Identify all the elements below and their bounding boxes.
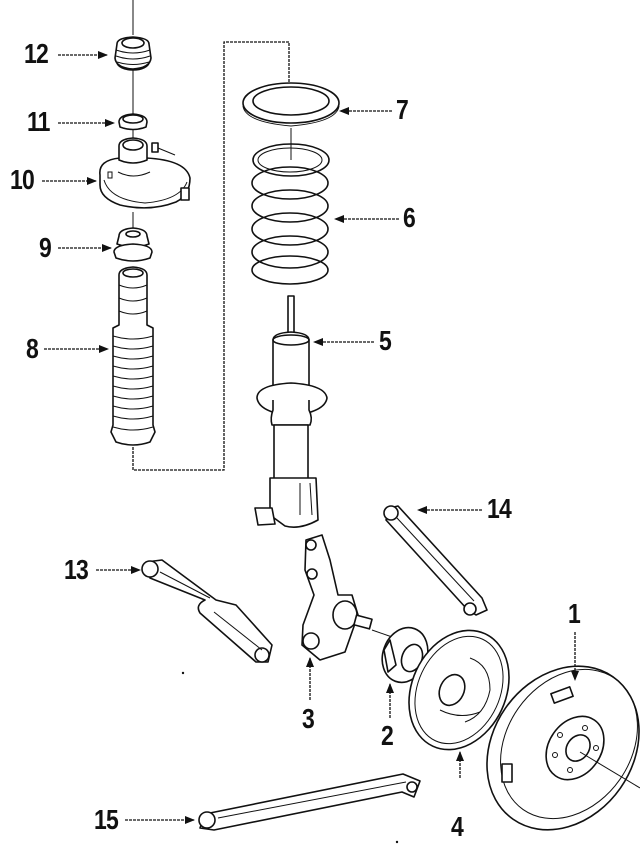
callout-15: 15 (94, 804, 119, 835)
assembly-line (132, 41, 290, 471)
part-8-dust-boot (110, 266, 156, 446)
part-14-trailing-link (383, 505, 488, 616)
callout-5: 5 (379, 325, 392, 356)
part-6-coil-spring (251, 143, 330, 285)
part-15-lateral-link (198, 773, 421, 831)
part-1-brake-drum (486, 665, 640, 831)
callout-13: 13 (64, 554, 89, 585)
callout-10: 10 (10, 164, 35, 195)
callout-3: 3 (302, 703, 315, 734)
part-10-upper-mount (99, 137, 191, 209)
part-9-bump-stop (113, 227, 153, 262)
callout-1: 1 (568, 598, 581, 629)
callout-8: 8 (26, 333, 39, 364)
callout-14: 14 (487, 493, 512, 524)
part-3-knuckle (301, 534, 373, 661)
part-12-upper-insulator (114, 36, 152, 71)
part-5-strut (254, 295, 328, 528)
callout-4: 4 (451, 811, 464, 842)
callout-9: 9 (39, 232, 52, 263)
part-13-lateral-link (141, 559, 273, 663)
speck (395, 840, 399, 844)
speck (181, 671, 185, 675)
callout-7: 7 (396, 94, 409, 125)
part-11-bearing (118, 113, 148, 131)
callout-6: 6 (403, 202, 416, 233)
part-7-spring-insulator (242, 82, 340, 127)
callout-12: 12 (24, 38, 49, 69)
callout-11: 11 (27, 106, 50, 137)
callout-2: 2 (381, 720, 394, 751)
part-4-backing-plate (408, 629, 510, 751)
leader-lines (42, 51, 579, 824)
